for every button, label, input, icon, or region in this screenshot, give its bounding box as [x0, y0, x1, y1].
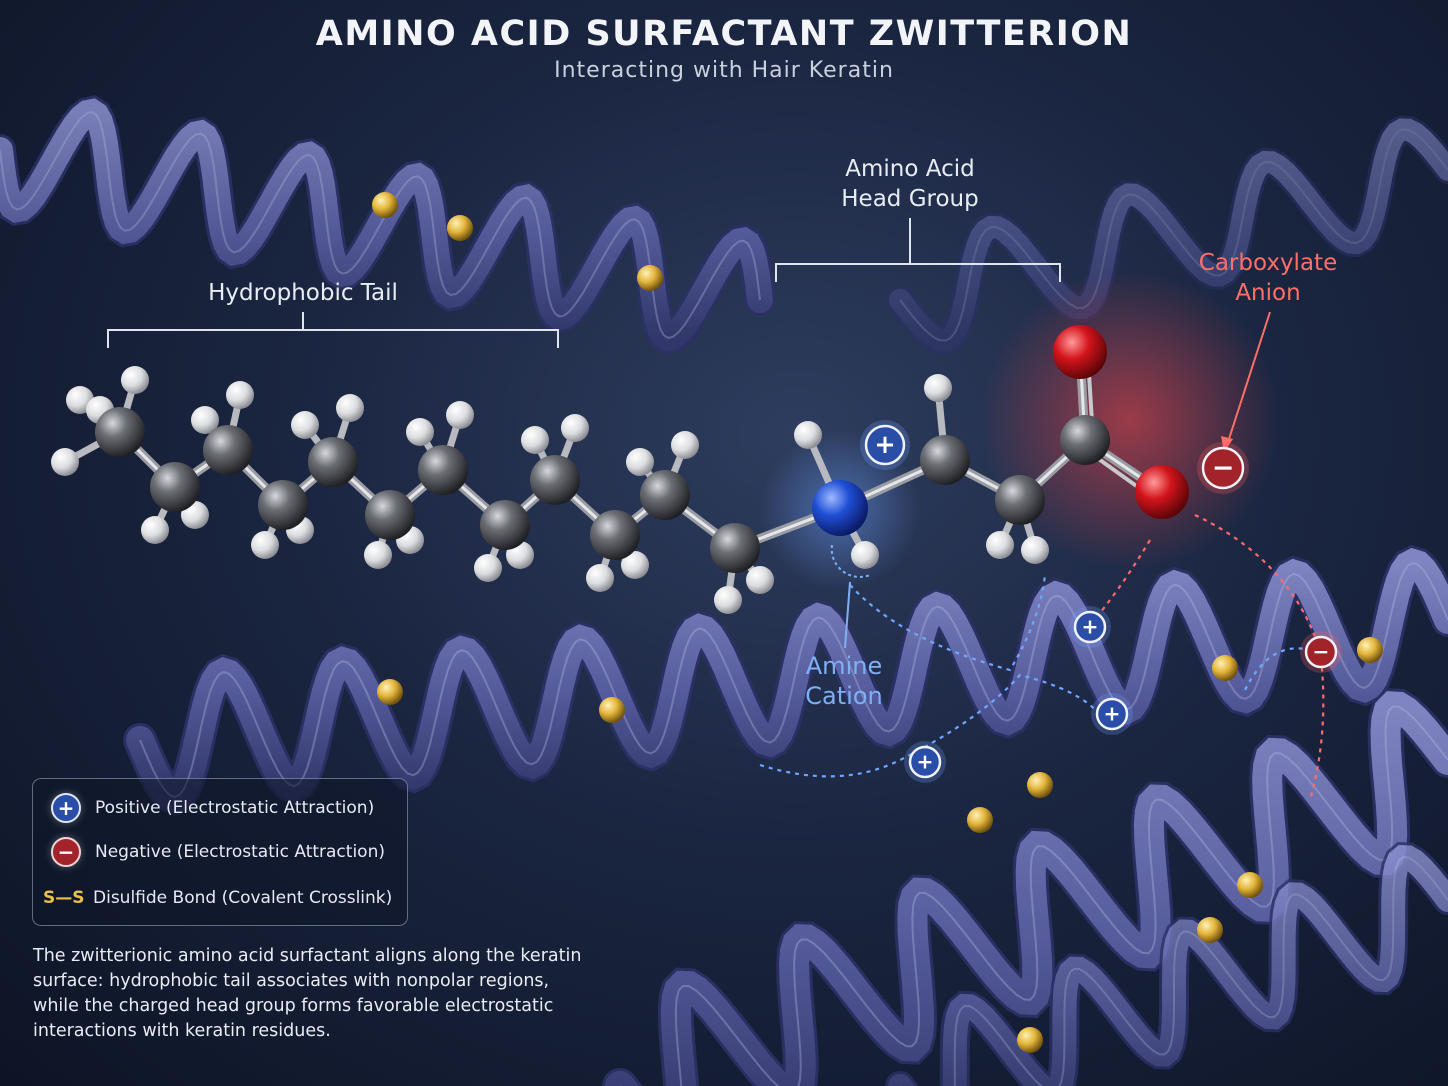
head-label: Amino Acid Head Group: [800, 154, 1020, 214]
carboxylate-label-line1: Carboxylate: [1170, 248, 1366, 278]
hydrogen-atom: [794, 421, 822, 449]
disulfide-icon: S—S: [43, 888, 85, 908]
minus-icon: −: [1313, 639, 1330, 663]
carbon-atom: [920, 435, 970, 485]
hydrogen-atom: [924, 374, 952, 402]
page-subtitle: Interacting with Hair Keratin: [0, 58, 1448, 83]
sulfur-atom: [1017, 1027, 1043, 1053]
nitrogen-atom: [812, 480, 868, 536]
sulfur-atom: [1212, 655, 1238, 681]
minus-icon: −: [1212, 452, 1235, 483]
legend-disulfide: S—S Disulfide Bond (Covalent Crosslink): [43, 883, 392, 913]
plus-icon: +: [1082, 614, 1099, 638]
hydrogen-atom: [336, 394, 364, 422]
hydrogen-atom: [291, 411, 319, 439]
hydrogen-atom: [364, 541, 392, 569]
page-title: AMINO ACID SURFACTANT ZWITTERION: [0, 14, 1448, 54]
hydrogen-atom: [986, 531, 1014, 559]
plus-icon: +: [51, 793, 81, 823]
carbon-atom: [418, 445, 468, 495]
hydrogen-atom: [586, 564, 614, 592]
sulfur-atom: [967, 807, 993, 833]
hydrogen-atom: [251, 531, 279, 559]
hydrogen-atom: [851, 541, 879, 569]
keratin-positive-charge-2: +: [1091, 693, 1133, 735]
legend-negative-text: Negative (Electrostatic Attraction): [95, 842, 385, 862]
amine-label: Amine Cation: [764, 651, 924, 711]
carbon-atom: [590, 510, 640, 560]
carbon-atom: [640, 470, 690, 520]
sulfur-atom: [599, 697, 625, 723]
keratin-positive-charge-1: +: [1069, 606, 1111, 648]
carboxylate-label: Carboxylate Anion: [1170, 248, 1366, 308]
legend-negative: − Negative (Electrostatic Attraction): [51, 837, 385, 867]
carbon-atom: [480, 500, 530, 550]
head-label-line2: Head Group: [800, 184, 1020, 214]
hydrogen-atom: [561, 414, 589, 442]
plus-icon: +: [874, 430, 895, 460]
legend-box: + Positive (Electrostatic Attraction) − …: [32, 778, 408, 926]
oxygen-atom-carbonyl: [1053, 325, 1107, 379]
keratin-positive-charge-3: +: [904, 741, 946, 783]
keratin-negative-charge: −: [1300, 631, 1342, 673]
carbon-atom: [150, 462, 200, 512]
carbon-atom: [258, 480, 308, 530]
hydrogen-atom: [141, 516, 169, 544]
carboxylate-negative-charge: −: [1197, 442, 1249, 494]
legend-positive-text: Positive (Electrostatic Attraction): [95, 798, 374, 818]
hydrogen-atom: [746, 566, 774, 594]
disulfide-lower: [967, 772, 1053, 833]
sulfur-atom: [377, 679, 403, 705]
hydrogen-atom: [474, 554, 502, 582]
sulfur-atom: [637, 265, 663, 291]
head-label-line1: Amino Acid: [800, 154, 1020, 184]
hydrogen-atom: [226, 381, 254, 409]
tail-label: Hydrophobic Tail: [183, 278, 423, 308]
carbon-atom: [95, 407, 145, 457]
sulfur-atom: [1357, 637, 1383, 663]
tail-bracket: [108, 312, 558, 348]
sulfur-atom: [447, 215, 473, 241]
hydrogen-atom: [406, 418, 434, 446]
carbon-atom: [365, 490, 415, 540]
plus-icon: +: [917, 749, 934, 773]
hydrogen-atom: [671, 431, 699, 459]
amine-label-line1: Amine: [764, 651, 924, 681]
carbon-atom: [203, 425, 253, 475]
sulfur-atom: [1027, 772, 1053, 798]
hydrogen-atom: [446, 401, 474, 429]
hydrogen-atom: [626, 448, 654, 476]
oxygen-atom-carboxylate: [1135, 465, 1189, 519]
carbon-atom: [530, 455, 580, 505]
hydrogen-atom: [714, 586, 742, 614]
sulfur-atom: [1237, 872, 1263, 898]
minus-icon: −: [51, 837, 81, 867]
hydrogen-atom: [51, 448, 79, 476]
hydrogen-atom: [1021, 536, 1049, 564]
legend-positive: + Positive (Electrostatic Attraction): [51, 793, 374, 823]
carbon-atom: [1060, 415, 1110, 465]
hydrogen-atom: [121, 366, 149, 394]
caption-text: The zwitterionic amino acid surfactant a…: [33, 944, 593, 1044]
carbon-atom: [995, 475, 1045, 525]
carboxylate-label-line2: Anion: [1170, 278, 1366, 308]
carbon-atom: [710, 523, 760, 573]
sulfur-atom: [1197, 917, 1223, 943]
sulfur-atom: [372, 192, 398, 218]
amine-positive-charge: +: [860, 420, 910, 470]
amine-label-line2: Cation: [764, 681, 924, 711]
legend-disulfide-text: Disulfide Bond (Covalent Crosslink): [93, 888, 392, 908]
plus-icon: +: [1104, 701, 1121, 725]
hydrogen-atom: [521, 426, 549, 454]
carbon-atom: [308, 437, 358, 487]
